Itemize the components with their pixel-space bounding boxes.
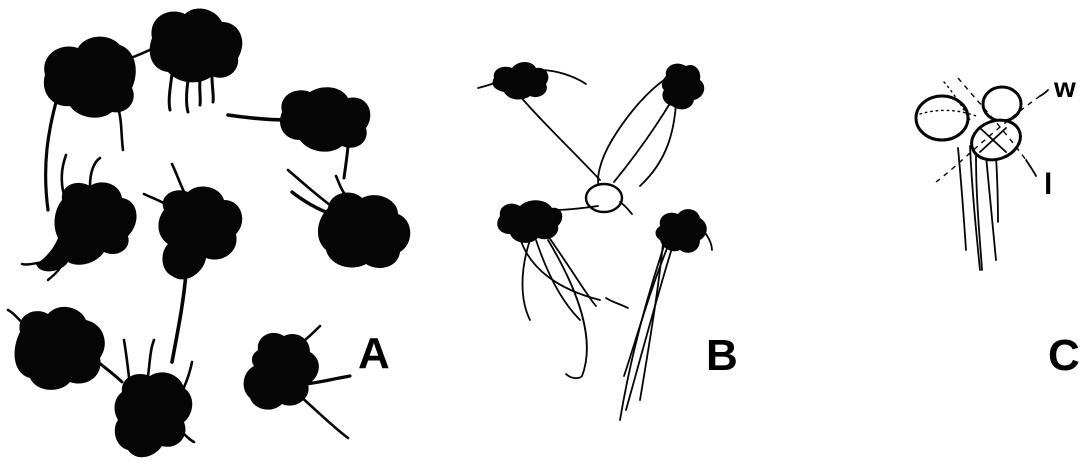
frond-left — [916, 96, 968, 140]
panel-a-label: A — [358, 329, 390, 378]
length-label: l — [1044, 168, 1052, 201]
panel-c: w l C — [916, 72, 1080, 380]
panel-b: B — [478, 62, 738, 420]
colony-a8 — [115, 340, 194, 457]
plant-b2 — [598, 64, 704, 190]
panel-b-label: B — [706, 331, 738, 380]
root-c5 — [996, 156, 998, 222]
width-label: w — [1053, 72, 1076, 103]
plant-b-center-frond — [586, 184, 632, 214]
colony-a9 — [244, 326, 350, 438]
colony-a5 — [144, 164, 242, 362]
frond-top-right — [983, 87, 1021, 121]
plant-b4 — [620, 209, 712, 420]
colony-a4 — [22, 155, 137, 280]
colony-a3 — [228, 87, 370, 178]
root-c3 — [986, 156, 996, 260]
plant-b1 — [478, 62, 600, 180]
panel-c-label: C — [1048, 331, 1080, 380]
colony-a2 — [150, 8, 243, 112]
panel-a: A — [8, 8, 410, 457]
root-c1 — [958, 148, 966, 250]
colony-a7 — [8, 307, 122, 390]
frond-main — [966, 114, 1026, 167]
plant-b3 — [497, 200, 628, 378]
colony-a6 — [288, 170, 410, 268]
